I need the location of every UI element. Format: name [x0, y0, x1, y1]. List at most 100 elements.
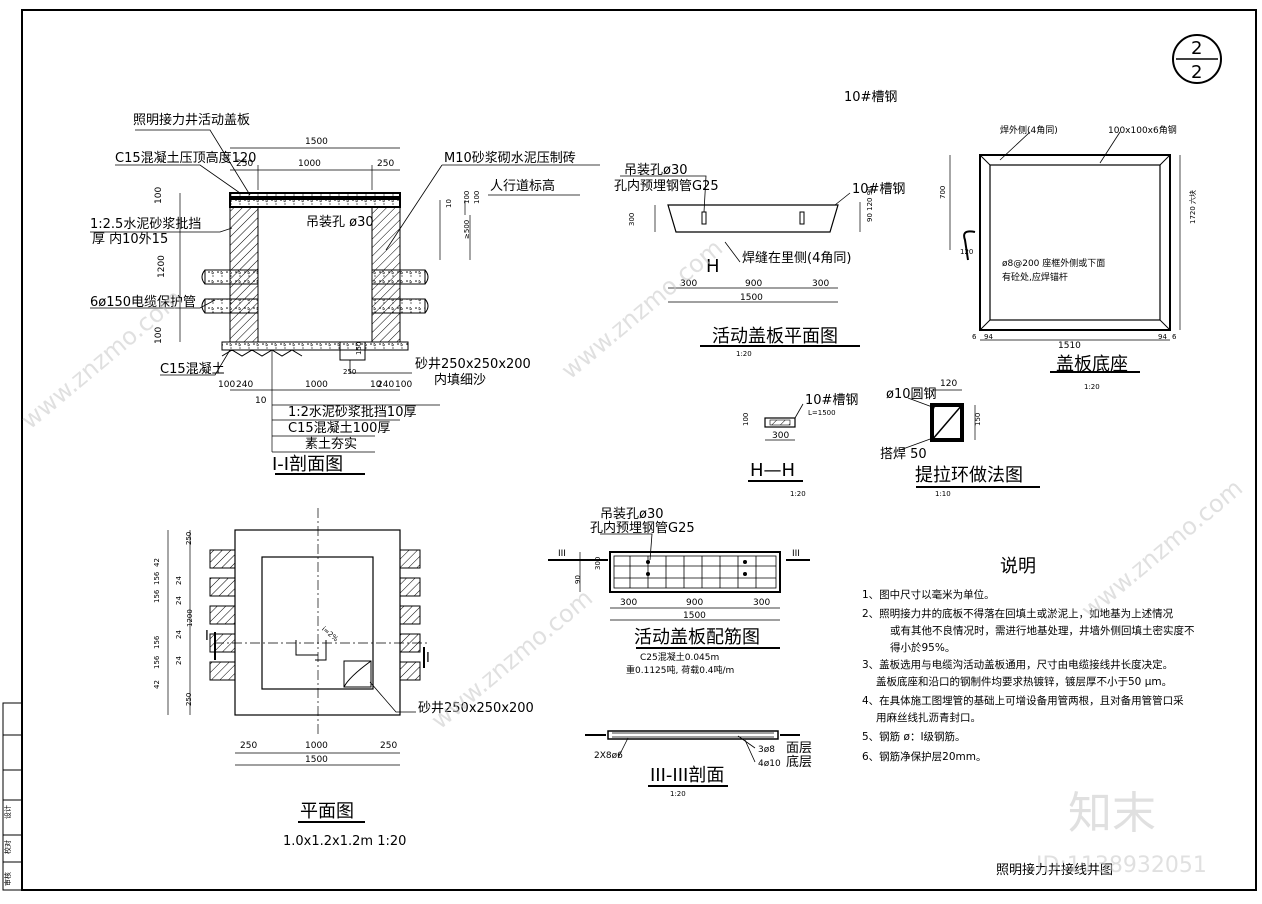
cover-plan-label-weld: 焊缝在里侧(4角同)	[742, 250, 851, 266]
label-conduit: 6ø150电缆保护管	[90, 294, 196, 310]
base-dim-r: 1720 六块	[1188, 190, 1197, 224]
ring-scale: 1:10	[935, 490, 951, 498]
base-dim-94-right: 94	[1158, 333, 1167, 341]
cover-plan-dim-r: 90 120 90	[866, 186, 874, 222]
cover-plan-dim-h: 300	[628, 213, 636, 226]
cover-plan-dim-900: 900	[745, 279, 762, 289]
plan-label-sump: 砂井250x250x200	[418, 701, 534, 716]
plan-dim-250-right: 250	[380, 741, 397, 751]
rebar-mark-right: III	[792, 549, 800, 559]
dim-100-bottom: 100	[154, 327, 164, 344]
section-1-text: 照明接力井活动盖板 C15混凝土压顶高度120 M10砂浆砌水泥压制砖 人行道标…	[90, 112, 576, 475]
hh-label: 10#槽钢	[805, 393, 858, 408]
base-text: 焊外侧(4角同) 100x100x6角钢 ø8@200 座框外侧或下面 有砼处,…	[939, 124, 1197, 391]
hh-sub: L=1500	[808, 409, 836, 417]
dim-b10: 10	[370, 380, 382, 390]
rebar-dim-900: 900	[686, 598, 703, 608]
base-label-angle: 100x100x6角钢	[1108, 124, 1177, 136]
section-3-drawing	[585, 730, 800, 787]
section-3-label-top: 面层	[786, 741, 812, 756]
label-c15-top: C15混凝土压顶高度120	[115, 150, 256, 166]
label-c15-bottom: C15混凝土	[160, 361, 225, 377]
section-3-title: III-III剖面	[650, 765, 724, 786]
label-sump-2: 内填细沙	[434, 372, 486, 388]
dim-100-d: 100	[473, 191, 481, 204]
watermark-site-3: www.znzmo.com	[1076, 474, 1248, 625]
rebar-mark-left: III	[558, 549, 566, 559]
section-1-drawing	[90, 129, 600, 475]
notes-line-8: 5、钢筋 ø：I级钢筋。	[862, 730, 966, 743]
rebar-title: 活动盖板配筋图	[634, 627, 760, 648]
plan-dim-v-10: 156	[153, 655, 161, 669]
plan-section-mark-right: I	[426, 651, 430, 666]
plan-dim-v-3: 156	[153, 589, 161, 603]
section-3-label-r1: 3ø8	[758, 745, 775, 755]
hh-dim-h: 100	[742, 413, 750, 426]
plan-dim-v-11: 42	[153, 680, 161, 689]
cover-plan-label-hole: 吊装孔ø30	[624, 163, 688, 178]
cover-plan-label-channel: 10#槽钢	[852, 182, 905, 197]
section-3-text: 2X8ø6 3ø8 4ø10 面层 底层 III-III剖面 1:20	[594, 741, 812, 798]
watermark-site-2: www.znzmo.com	[556, 234, 728, 385]
dim-b1000: 1000	[305, 380, 328, 390]
notes-line-7: 用麻丝线扎沥青封口。	[876, 711, 981, 724]
cover-plan-drawing	[620, 175, 861, 347]
plan-dim-v-9: 156	[153, 635, 161, 649]
label-sidewalk: 人行道标高	[490, 178, 555, 194]
cover-plan-dim-1500: 1500	[740, 293, 763, 303]
ring-label-bar: ø10圆钢	[886, 387, 937, 402]
notes-title: 说明	[1000, 556, 1036, 577]
section-3-label-bottom: 底层	[786, 754, 812, 770]
plan-slope: i=2%	[320, 625, 340, 644]
plan-dim-v-1: 42	[153, 558, 161, 567]
base-scale: 1:20	[1084, 383, 1100, 391]
plan-dim-v-6: 1200	[186, 609, 194, 627]
hh-drawing	[748, 403, 804, 482]
plan-subtitle: 1.0x1.2x1.2m 1:20	[283, 834, 406, 849]
plan-dim-v-5: 24	[175, 596, 183, 605]
base-dim-6-right: 6	[1172, 333, 1177, 341]
hh-text: 10#槽钢 L=1500 100 300 H—H 1:20	[742, 393, 858, 498]
notes-line-6: 4、在具体施工图埋管的基础上可增设备用管两根，且对备用管管口采	[862, 694, 1184, 707]
plan-dim-1000: 1000	[305, 741, 328, 751]
cover-plan-label-channel-top: 10#槽钢	[844, 90, 897, 105]
rebar-label-pipe: 孔内预埋钢管G25	[590, 520, 695, 536]
dim-b240: 240	[236, 380, 253, 390]
plan-section-mark-left: I	[205, 629, 209, 644]
dim-1000: 1000	[298, 159, 321, 169]
base-dim-1510: 1510	[1058, 341, 1081, 351]
rebar-dim-1500: 1500	[683, 611, 706, 621]
cover-plan-mark: H	[706, 256, 720, 277]
dim-100-c: 100	[463, 191, 471, 204]
hh-dim: 300	[772, 431, 789, 441]
title-block-cell-1: 设计	[3, 805, 12, 819]
plan-dim-1500: 1500	[305, 755, 328, 765]
dim-250-right: 250	[377, 159, 394, 169]
plan-text: 250 1000 250 1500 250 42 156 156 24 24 1…	[153, 532, 534, 849]
notes-line-5: 盖板底座和沿口的钢制件均要求热镀锌，镀层厚不小于50 μm。	[876, 675, 1172, 688]
title-block-cell-2: 校对	[3, 840, 12, 854]
plan-dim-v-12: 250	[185, 693, 193, 706]
title-block-cell-3: 审核	[3, 872, 12, 886]
plan-dim-v-8: 24	[175, 656, 183, 665]
plan-dim-v-4: 24	[175, 576, 183, 585]
notes-line-9: 6、钢筋净保护层20mm。	[862, 750, 987, 763]
notes-line-0: 1、图中尺寸以毫米为单位。	[862, 588, 995, 601]
watermark-id: ID:1138932051	[1036, 853, 1207, 878]
label-layer-3: 素土夯实	[305, 437, 357, 452]
label-cover: 照明接力井活动盖板	[133, 112, 250, 128]
sheet-number-top: 2	[1191, 38, 1202, 59]
hh-title: H—H	[750, 460, 795, 481]
plan-dim-250-left: 250	[240, 741, 257, 751]
notes-line-2: 或有其他不良情况时，需进行地基处理，井墙外侧回填土密实度不	[890, 624, 1195, 637]
notes-line-1: 2、照明接力井的底板不得落在回填土或淤泥上，如地基为上述情况	[862, 607, 1174, 620]
base-drawing	[949, 131, 1181, 373]
ring-title: 提拉环做法图	[915, 465, 1023, 486]
plan-dim-v-7: 24	[175, 630, 183, 639]
base-label-bar-2: 有砼处,应焊锚杆	[1002, 271, 1068, 283]
ring-dim-w: 120	[940, 379, 957, 389]
notes: 说明 1、图中尺寸以毫米为单位。 2、照明接力井的底板不得落在回填土或淤泥上，如…	[862, 556, 1195, 763]
plan-title: 平面图	[300, 801, 354, 822]
cover-plan-dim-300-left: 300	[680, 279, 697, 289]
